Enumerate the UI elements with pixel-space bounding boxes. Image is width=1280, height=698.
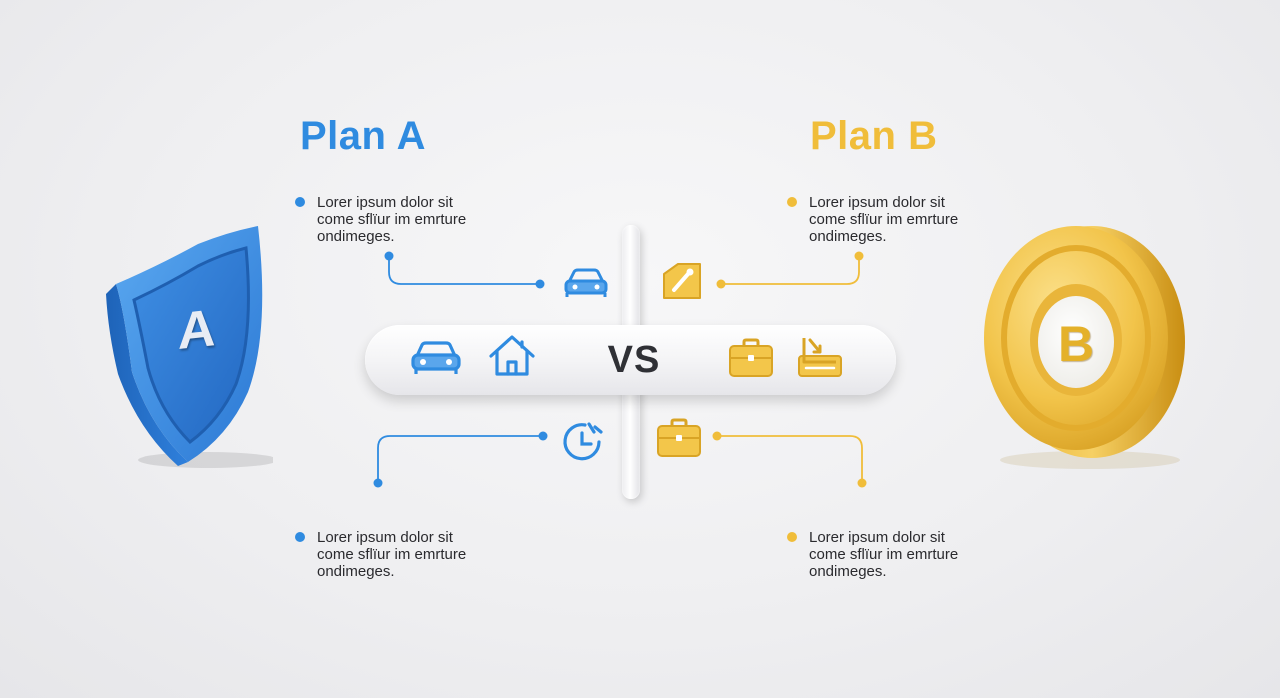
connector-dot [538,431,548,441]
plan-b-note-bottom: Lorer ipsum dolor sit come sflïur im emr… [787,529,1029,580]
note-line: Lorer ipsum dolor sit [317,194,453,211]
note-line: come sflïur im emrture [317,211,467,228]
note-line: Lorer ipsum dolor sit [809,529,945,546]
bullet-dot [295,532,305,542]
car-icon [564,268,608,297]
coin-letter: B [1058,316,1095,372]
connector-dot [535,279,545,289]
note-line: ondimeges. [809,563,887,580]
connector-dot [384,251,394,261]
shield-letter: A [178,299,216,361]
connector-dot [854,251,864,261]
plan-b-note-top: Lorer ipsum dolor sit come sflïur im emr… [787,194,1029,245]
house-icon [489,335,535,376]
bullet-dot [787,532,797,542]
plan-b-connector-top [721,256,860,285]
coin-icon [984,226,1185,469]
note-line: ondimeges. [809,228,887,245]
briefcase-icon [657,418,701,457]
note-line: come sflïur im emrture [809,546,959,563]
plan-b-connector-bottom [717,435,863,483]
note-line: come sflïur im emrture [809,211,959,228]
bullet-dot [295,197,305,207]
clock-icon [563,422,603,461]
car-icon [411,341,461,374]
plan-a-note-bottom: Lorer ipsum dolor sit come sflïur im emr… [295,529,537,580]
shield-icon [106,226,273,468]
note-line: ondimeges. [317,563,395,580]
note-line: Lorer ipsum dolor sit [809,194,945,211]
note-line: Lorer ipsum dolor sit [317,529,453,546]
bullet-dot [787,197,797,207]
connector-dot [716,279,726,289]
plan-a-connector-top [388,256,540,285]
connector-dot [857,478,867,488]
plan-a-title: Plan A [300,114,426,158]
tag-icon [663,263,701,299]
connector-dot [712,431,722,441]
note-line: come sflïur im emrture [317,546,467,563]
plan-a-connector-bottom [377,435,543,483]
briefcase-icon [729,338,773,377]
plan-a-note-top: Lorer ipsum dolor sit come sflïur im emr… [295,194,537,245]
note-line: ondimeges. [317,228,395,245]
vs-label: VS [607,339,661,381]
document-icon [798,338,842,377]
plan-b-title: Plan B [810,114,938,158]
connector-dot [373,478,383,488]
